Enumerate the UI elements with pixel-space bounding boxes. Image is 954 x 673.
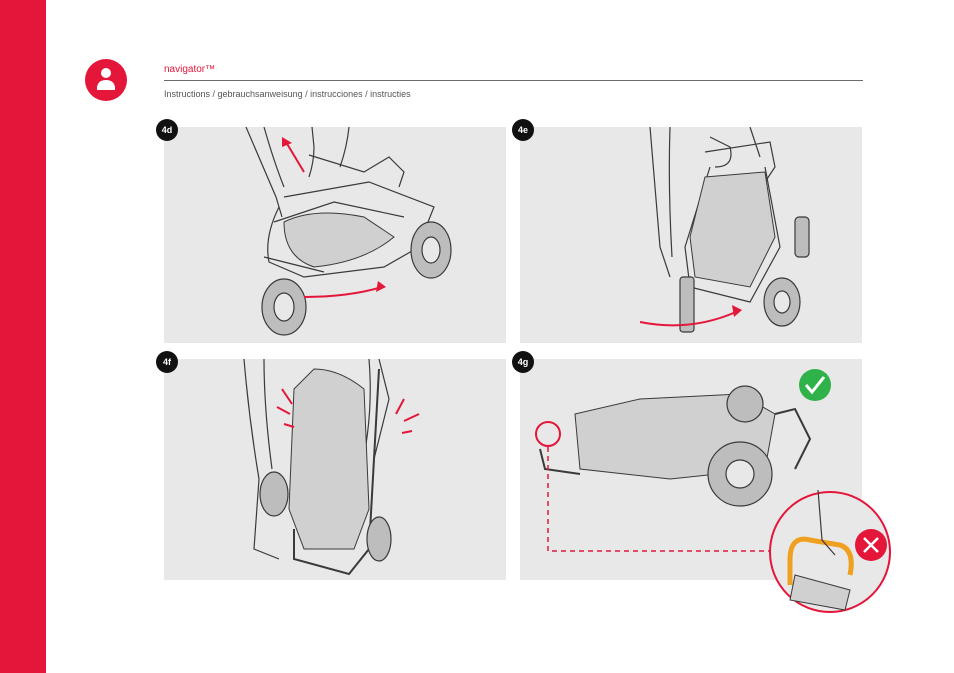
folded-stroller-illustration <box>535 385 812 552</box>
stroller-fold-illustration <box>639 127 810 333</box>
stroller-fold-illustration <box>245 127 452 336</box>
user-badge-icon <box>85 59 127 101</box>
page-title: navigator™ <box>164 64 216 75</box>
step-badge: 4d <box>156 119 178 141</box>
step-illustration <box>164 359 506 580</box>
stroller-fold-illustration <box>243 359 420 576</box>
page-subtitle: Instructions / gebrauchsanweisung / inst… <box>164 89 411 99</box>
step-illustration <box>164 127 506 343</box>
step-illustration <box>520 359 862 580</box>
step-badge: 4f <box>156 351 178 373</box>
left-color-bar <box>0 0 46 673</box>
step-badge: 4g <box>512 351 534 373</box>
step-badge: 4e <box>512 119 534 141</box>
step-illustration <box>520 127 862 343</box>
header-divider <box>164 80 863 81</box>
